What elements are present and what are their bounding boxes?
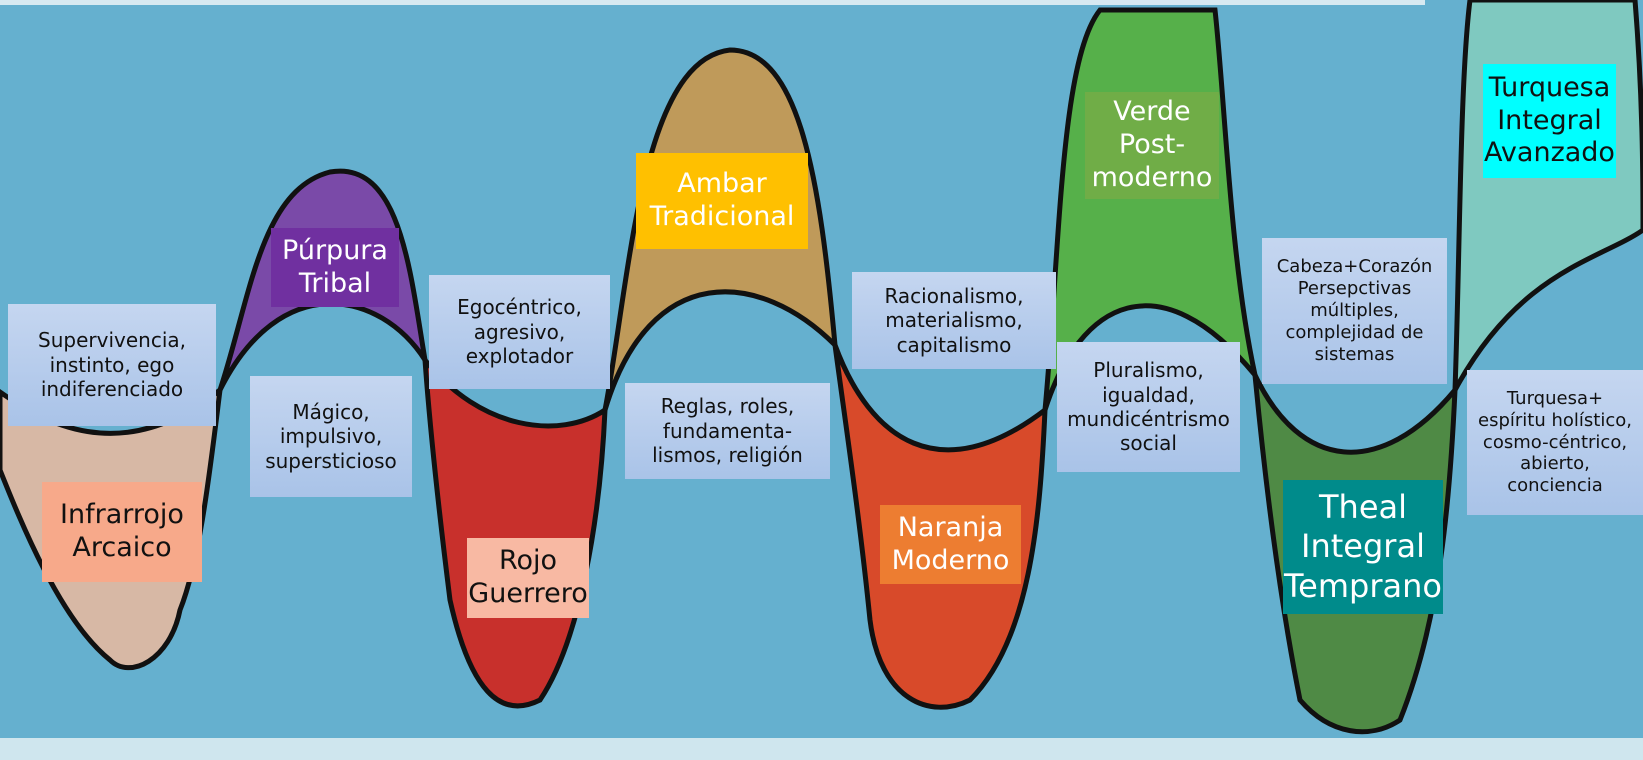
rojo-lobe: [421, 352, 608, 709]
bottom-strip: [0, 738, 1643, 760]
turquesa-lobe: [1452, 0, 1643, 392]
level-naranja-label: Naranja Moderno: [880, 505, 1021, 584]
description-verde: Pluralismo, igualdad, mundicéntrismo soc…: [1057, 342, 1240, 472]
description-ambar: Reglas, roles, fundamenta- lismos, relig…: [625, 383, 830, 479]
level-infrarrojo-label: Infrarrojo Arcaico: [42, 482, 202, 582]
description-purpura: Mágico, impulsivo, supersticioso: [250, 376, 412, 497]
top-strip: [0, 0, 1425, 5]
description-naranja: Racionalismo, materialismo, capitalismo: [852, 272, 1056, 369]
description-theal: Cabeza+Corazón Persepctivas múltiples, c…: [1262, 238, 1447, 384]
description-infrarrojo: Supervivencia, instinto, ego indiferenci…: [8, 304, 216, 426]
description-turquesa: Turquesa+ espíritu holístico, cosmo-cént…: [1467, 370, 1643, 515]
level-turquesa-label: Turquesa Integral Avanzado: [1483, 64, 1616, 178]
level-verde-label: Verde Post- moderno: [1085, 92, 1219, 199]
level-ambar-label: Ambar Tradicional: [636, 153, 808, 249]
description-rojo: Egocéntrico, agresivo, explotador: [429, 275, 610, 389]
level-theal-label: Theal Integral Temprano: [1283, 480, 1443, 614]
level-rojo-label: Rojo Guerrero: [467, 538, 589, 618]
level-purpura-label: Púrpura Tribal: [271, 228, 399, 307]
